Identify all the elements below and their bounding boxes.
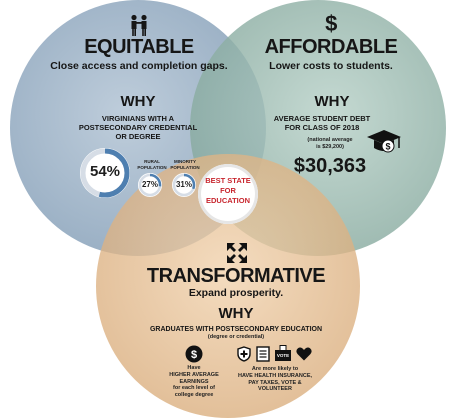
transformative-description: GRADUATES WITH POSTSECONDARY EDUCATION xyxy=(149,326,323,333)
civic-line: VOLUNTEER xyxy=(258,386,292,393)
heart-icon xyxy=(296,347,312,361)
earnings-line: EARNINGS xyxy=(179,378,209,385)
equitable-title: EQUITABLE xyxy=(84,36,194,58)
minority-progress-ring xyxy=(172,173,196,197)
dollar-icon: $ xyxy=(325,11,337,36)
rural-progress-fill xyxy=(138,173,162,197)
transformative-why: WHY xyxy=(218,305,254,322)
earnings-line: college degree xyxy=(174,392,214,399)
transformative-title: TRANSFORMATIVE xyxy=(146,265,326,287)
minority-label-line: MINORITY xyxy=(174,159,196,164)
equitable-desc-line: OR DEGREE xyxy=(115,132,161,141)
svg-text:$: $ xyxy=(385,142,390,152)
earnings-line: Have xyxy=(187,365,201,371)
civic-line: Are more likely to xyxy=(251,366,299,372)
minority-label: MINORITY POPULATION xyxy=(168,159,202,170)
center-line: BEST STATE xyxy=(205,176,251,185)
affordable-why: WHY xyxy=(314,93,350,110)
earnings-text: Have HIGHER AVERAGE EARNINGS for each le… xyxy=(160,365,228,399)
rural-percent: 27% xyxy=(141,180,158,189)
transformative-description-note: (degree or credential) xyxy=(207,334,265,340)
main-percent: 54% xyxy=(89,163,121,180)
main-progress-fill xyxy=(80,148,130,198)
transformative-circle xyxy=(96,154,360,418)
minority-percent: 31% xyxy=(175,180,192,189)
civic-line: PAY TAXES, VOTE & xyxy=(248,379,302,386)
affordable-note-line: is $29,200) xyxy=(316,144,344,150)
arrows-expand-icon xyxy=(227,243,247,263)
center-badge xyxy=(198,164,258,224)
svg-text:$: $ xyxy=(191,349,197,361)
graduation-cap-icon: $ xyxy=(367,130,401,153)
rural-label: RURAL POPULATION xyxy=(134,159,170,170)
equitable-why: WHY xyxy=(120,93,156,110)
affordable-desc-line: FOR CLASS OF 2018 xyxy=(284,123,360,132)
ballot-box-icon xyxy=(275,345,291,361)
affordable-note: (national average is $29,200) xyxy=(298,137,362,151)
civic-benefits-text: Are more likely to HAVE HEALTH INSURANCE… xyxy=(230,366,320,393)
affordable-title: AFFORDABLE xyxy=(264,36,398,58)
center-badge-text: BEST STATE FOR EDUCATION xyxy=(198,176,258,206)
equitable-subtitle: Close access and completion gaps. xyxy=(50,60,228,72)
center-line: FOR xyxy=(220,186,236,195)
civic-line: HAVE HEALTH INSURANCE, xyxy=(237,372,313,379)
affordable-subtitle: Lower costs to students. xyxy=(269,60,393,72)
center-line: EDUCATION xyxy=(205,196,251,205)
equitable-desc-line: POSTSECONDARY CREDENTIAL xyxy=(78,123,198,132)
minority-progress-fill xyxy=(172,173,196,197)
rural-label-line: POPULATION xyxy=(137,164,167,170)
equitable-desc-line: VIRGINIANS WITH A xyxy=(101,114,175,123)
affordable-description: AVERAGE STUDENT DEBT FOR CLASS OF 2018 xyxy=(262,114,382,132)
transformative-subtitle: Expand prosperity. xyxy=(188,287,284,299)
minority-label-line: POPULATION xyxy=(170,164,200,170)
earnings-line: for each level of xyxy=(173,385,215,392)
affordable-note-line: (national average xyxy=(307,137,353,143)
rural-label-line: RURAL xyxy=(144,159,160,164)
people-icon xyxy=(131,14,147,36)
affordable-amount: $30,363 xyxy=(293,155,367,177)
earnings-line: HIGHER AVERAGE xyxy=(169,371,219,378)
rural-progress-ring xyxy=(138,173,162,197)
main-progress-ring xyxy=(80,148,130,198)
tax-document-icon xyxy=(256,346,270,362)
health-shield-icon xyxy=(237,346,251,362)
vote-label: VOTE xyxy=(276,353,290,358)
affordable-desc-line: AVERAGE STUDENT DEBT xyxy=(273,114,371,123)
equitable-description: VIRGINIANS WITH A POSTSECONDARY CREDENTI… xyxy=(68,114,208,141)
dollar-coin-icon: $ xyxy=(185,345,203,363)
